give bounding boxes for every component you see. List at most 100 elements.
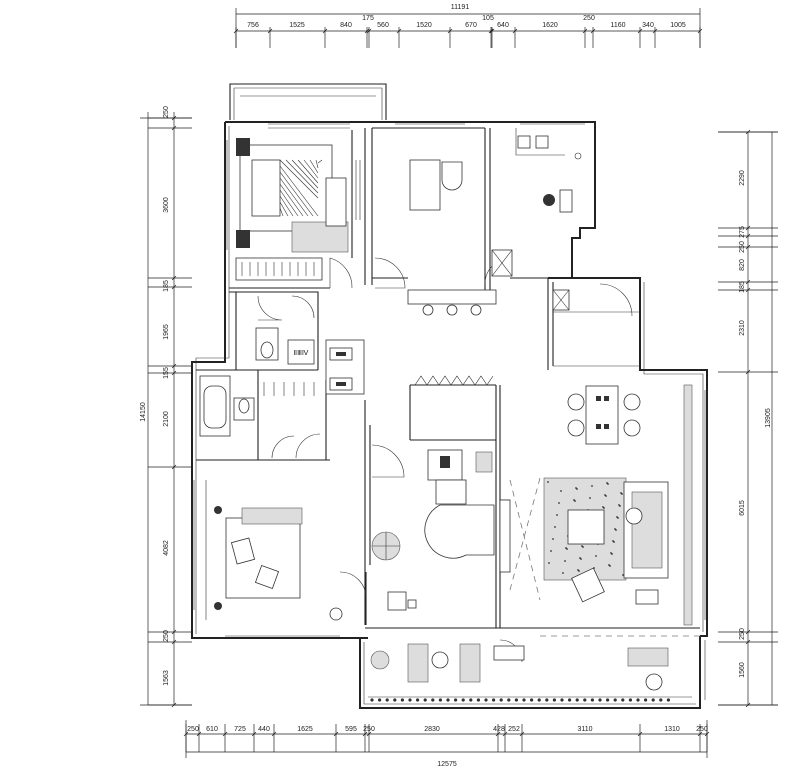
bottom-dim-6: 595: [345, 726, 357, 733]
planter-plant: [492, 698, 496, 702]
bottom-dim-2: 610: [206, 726, 218, 733]
tick-mark: [519, 731, 525, 737]
tick-mark: [171, 639, 177, 645]
rug-speckle: [616, 516, 618, 518]
master-bedroom: [235, 138, 361, 281]
planter-plant: [636, 698, 640, 702]
rug-speckle: [622, 574, 624, 576]
rug-speckle: [547, 481, 549, 483]
rug-speckle: [620, 492, 622, 494]
right-dim-7: 6015: [739, 500, 746, 516]
rug-speckle: [562, 572, 564, 574]
top-dim-5: 560: [377, 22, 389, 29]
bed-pattern: [279, 195, 294, 217]
right-dimension-chain: 2290 275 250 820 185 2310 6015 250 1560 …: [718, 129, 778, 708]
rug-speckle: [591, 485, 593, 487]
planter-plant: [522, 698, 526, 702]
planter-plant: [484, 698, 488, 702]
right-total-dimension: 13905: [765, 408, 772, 428]
tick-mark: [745, 225, 751, 231]
planter-plant: [590, 698, 595, 702]
left-dim-7: 4082: [163, 540, 170, 556]
bed-pattern: [291, 159, 319, 189]
rug-speckle: [595, 555, 597, 557]
bottom-dim-8: 2830: [424, 726, 440, 733]
top-dim-1: 756: [247, 22, 259, 29]
bottom-dim-3: 725: [234, 726, 246, 733]
planter-plant: [454, 698, 458, 702]
tick-mark: [745, 287, 751, 293]
bar-counter: [407, 289, 497, 316]
planter-plant: [431, 698, 435, 702]
bottom-dim-4: 440: [258, 726, 270, 733]
tick-mark: [502, 731, 508, 737]
right-dim-4: 820: [739, 259, 746, 271]
second-bedroom: [205, 480, 343, 621]
dining-table: [585, 385, 619, 445]
bath-cabinet-label: ⅡⅢⅣ: [294, 350, 309, 357]
rug-speckle: [589, 497, 591, 499]
tick-mark: [271, 731, 277, 737]
left-dim-2: 3600: [163, 197, 170, 213]
tick-mark: [171, 464, 177, 470]
top-dimension-chain: 11191 756 1525 840 175 560 1520 670 105 …: [233, 4, 703, 48]
bottom-dim-11: 3110: [577, 726, 592, 733]
planter-plant: [575, 698, 579, 702]
bed-pattern: [285, 159, 319, 194]
left-dim-6: 2100: [163, 411, 170, 427]
guest-bathroom: ⅡⅢⅣ: [255, 327, 353, 391]
top-dim-12: 1160: [610, 22, 625, 29]
tick-mark: [637, 731, 643, 737]
planter-plant: [400, 698, 404, 702]
right-dim-6: 2310: [739, 320, 746, 336]
rug-speckle: [602, 506, 604, 508]
top-dim-8: 105: [482, 15, 494, 22]
rug-speckle: [552, 538, 554, 540]
planter-plant: [530, 698, 534, 702]
tick-mark: [171, 702, 177, 708]
right-dim-8: 250: [739, 628, 746, 640]
tick-mark: [745, 279, 751, 285]
bed-pattern: [297, 159, 319, 184]
tick-mark: [333, 731, 339, 737]
tick-mark: [171, 370, 177, 376]
bed-pattern: [279, 201, 289, 217]
bottom-dim-12: 1310: [664, 726, 680, 733]
planter-plant: [545, 698, 549, 702]
bottom-total-dimension: 12575: [437, 761, 457, 768]
top-dim-13: 340: [642, 22, 654, 29]
rug-speckle: [604, 494, 606, 496]
rug-speckle: [575, 487, 577, 489]
planter-plant: [583, 698, 587, 702]
tick-mark: [171, 363, 177, 369]
planter-plant: [370, 698, 374, 702]
planter-plant: [621, 698, 625, 702]
bottom-balcony: [370, 643, 671, 702]
kitchen: [491, 128, 582, 311]
rug-speckle: [564, 560, 566, 562]
bed-pattern: [279, 183, 304, 217]
left-dim-3: 185: [163, 280, 170, 292]
main-bathroom: [199, 375, 315, 437]
living-room: [499, 477, 700, 637]
planter-plant: [598, 698, 602, 702]
dining-area: [567, 385, 641, 445]
bed-pattern: [279, 177, 309, 217]
planter-plant: [606, 698, 610, 702]
planter-plant: [659, 698, 663, 702]
tick-mark: [251, 731, 257, 737]
top-dim-3: 840: [340, 22, 352, 29]
planter-plant: [552, 698, 557, 702]
planter-plant: [385, 698, 389, 702]
top-dim-14: 1005: [670, 22, 686, 29]
tick-mark: [697, 731, 703, 737]
tick-mark: [171, 275, 177, 281]
top-dim-4: 175: [362, 15, 374, 22]
tick-mark: [366, 731, 372, 737]
rug-speckle: [548, 562, 550, 564]
right-dim-1: 2290: [739, 170, 746, 186]
rug-speckle: [614, 528, 616, 530]
left-total-dimension: 14150: [140, 402, 147, 422]
tick-mark: [222, 731, 228, 737]
